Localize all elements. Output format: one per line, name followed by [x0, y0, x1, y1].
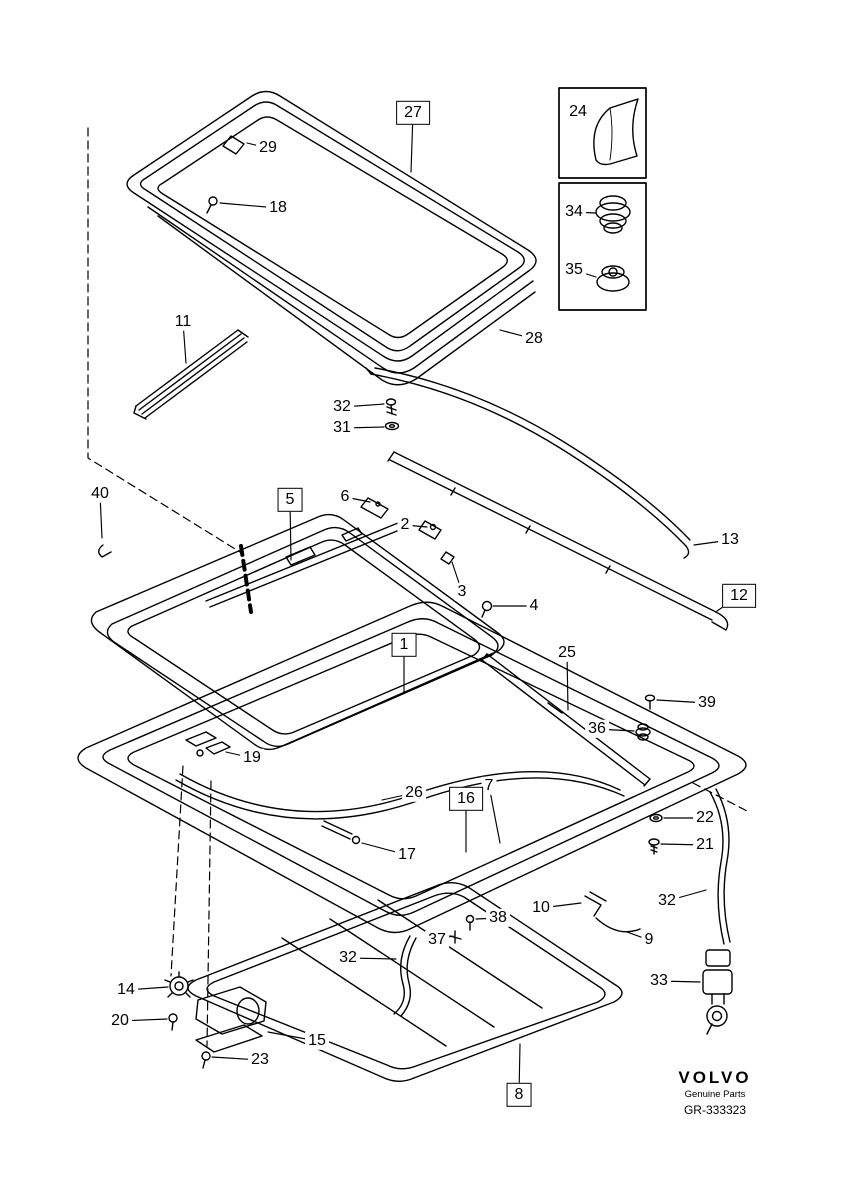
screw-39 [644, 694, 656, 710]
part-label-1: 1 [391, 632, 417, 658]
bracket-6 [360, 497, 389, 519]
part-label-29: 29 [256, 138, 280, 158]
part-label-34: 34 [562, 202, 586, 222]
wire-9 [595, 917, 641, 933]
mid-frame-1 [106, 526, 499, 748]
part-label-32-b: 32 [336, 948, 360, 968]
part-label-7: 7 [481, 776, 497, 796]
brand-block: VOLVO Genuine Parts GR-333323 [640, 1068, 790, 1117]
part-label-16: 16 [449, 786, 483, 812]
part-label-2: 2 [397, 515, 413, 535]
headliner-panel-8 [187, 882, 623, 1082]
part-label-17: 17 [395, 845, 419, 865]
part-label-6: 6 [337, 487, 353, 507]
deflector-rail-12 [387, 451, 729, 631]
part-label-20: 20 [108, 1011, 132, 1031]
washer-22 [649, 813, 663, 823]
part-label-11: 11 [171, 312, 195, 332]
bracket-10 [584, 891, 607, 917]
part-label-13: 13 [718, 530, 742, 550]
glass-panel-27 [126, 90, 537, 362]
part-label-18: 18 [266, 198, 290, 218]
leader-line-7 [488, 785, 501, 844]
part-label-9: 9 [641, 930, 657, 950]
slider-19 [185, 731, 231, 757]
bold-dash-segment [239, 544, 253, 614]
part-label-3: 3 [454, 582, 470, 602]
inset-box-34-35 [558, 182, 647, 311]
part-label-19: 19 [240, 748, 264, 768]
grommet-34 [595, 195, 631, 234]
grommet-35 [596, 265, 630, 292]
part-label-37: 37 [425, 930, 449, 950]
part-label-26: 26 [402, 783, 426, 803]
part-label-21: 21 [693, 835, 717, 855]
motor-15 [195, 986, 267, 1053]
guide-rail-5 [205, 522, 403, 608]
part-label-27: 27 [396, 100, 430, 126]
part-label-25: 25 [555, 643, 579, 663]
drain-hose-32-bottom [393, 935, 417, 1017]
part-label-22: 22 [693, 808, 717, 828]
part-label-24: 24 [566, 102, 590, 122]
screw-18 [206, 196, 218, 214]
fold-dash-line-left [87, 127, 241, 553]
part-label-8: 8 [506, 1082, 532, 1108]
part-label-15: 15 [305, 1031, 329, 1051]
part-label-36: 36 [585, 719, 609, 739]
washer-31 [384, 421, 400, 431]
part-label-23: 23 [248, 1050, 272, 1070]
part-label-14: 14 [114, 980, 138, 1000]
part-label-32-a: 32 [330, 397, 354, 417]
part-label-5: 5 [277, 487, 303, 513]
seal-ring-40 [90, 513, 505, 751]
gear-14 [164, 971, 194, 998]
screw-32-top [385, 398, 397, 416]
volvo-logo: VOLVO [678, 1068, 752, 1087]
lift-rail-25 [480, 653, 651, 787]
inset-box-24 [558, 87, 647, 179]
drawing-reference: GR-333323 [683, 1103, 747, 1117]
drain-hose-32-right [709, 788, 731, 945]
pin-3 [440, 551, 455, 565]
part-label-39: 39 [695, 693, 719, 713]
clip-29 [222, 135, 245, 155]
leader-line-25 [566, 652, 569, 711]
screw-21 [648, 838, 660, 855]
part-label-28: 28 [522, 329, 546, 349]
cable-end-17 [321, 820, 361, 845]
main-frame-7 [77, 601, 747, 934]
part-label-12: 12 [722, 583, 756, 609]
drain-connector-33 [702, 949, 733, 1035]
part-label-38: 38 [486, 908, 510, 928]
part-label-32-c: 32 [655, 891, 679, 911]
part-label-31: 31 [330, 418, 354, 438]
screw-4 [481, 600, 493, 618]
part-label-33: 33 [647, 971, 671, 991]
screw-38 [465, 914, 475, 931]
wind-deflector-13 [365, 367, 691, 559]
alignment-dash-line-motor [170, 765, 184, 977]
screw-23 [201, 1051, 211, 1069]
part-label-4: 4 [526, 596, 542, 616]
part-label-35: 35 [562, 260, 586, 280]
part-label-10: 10 [529, 898, 553, 918]
brand-subtitle: Genuine Parts [684, 1089, 746, 1100]
deflector-blade-11 [133, 329, 249, 420]
screw-20 [168, 1013, 178, 1031]
part-label-40: 40 [88, 484, 112, 504]
